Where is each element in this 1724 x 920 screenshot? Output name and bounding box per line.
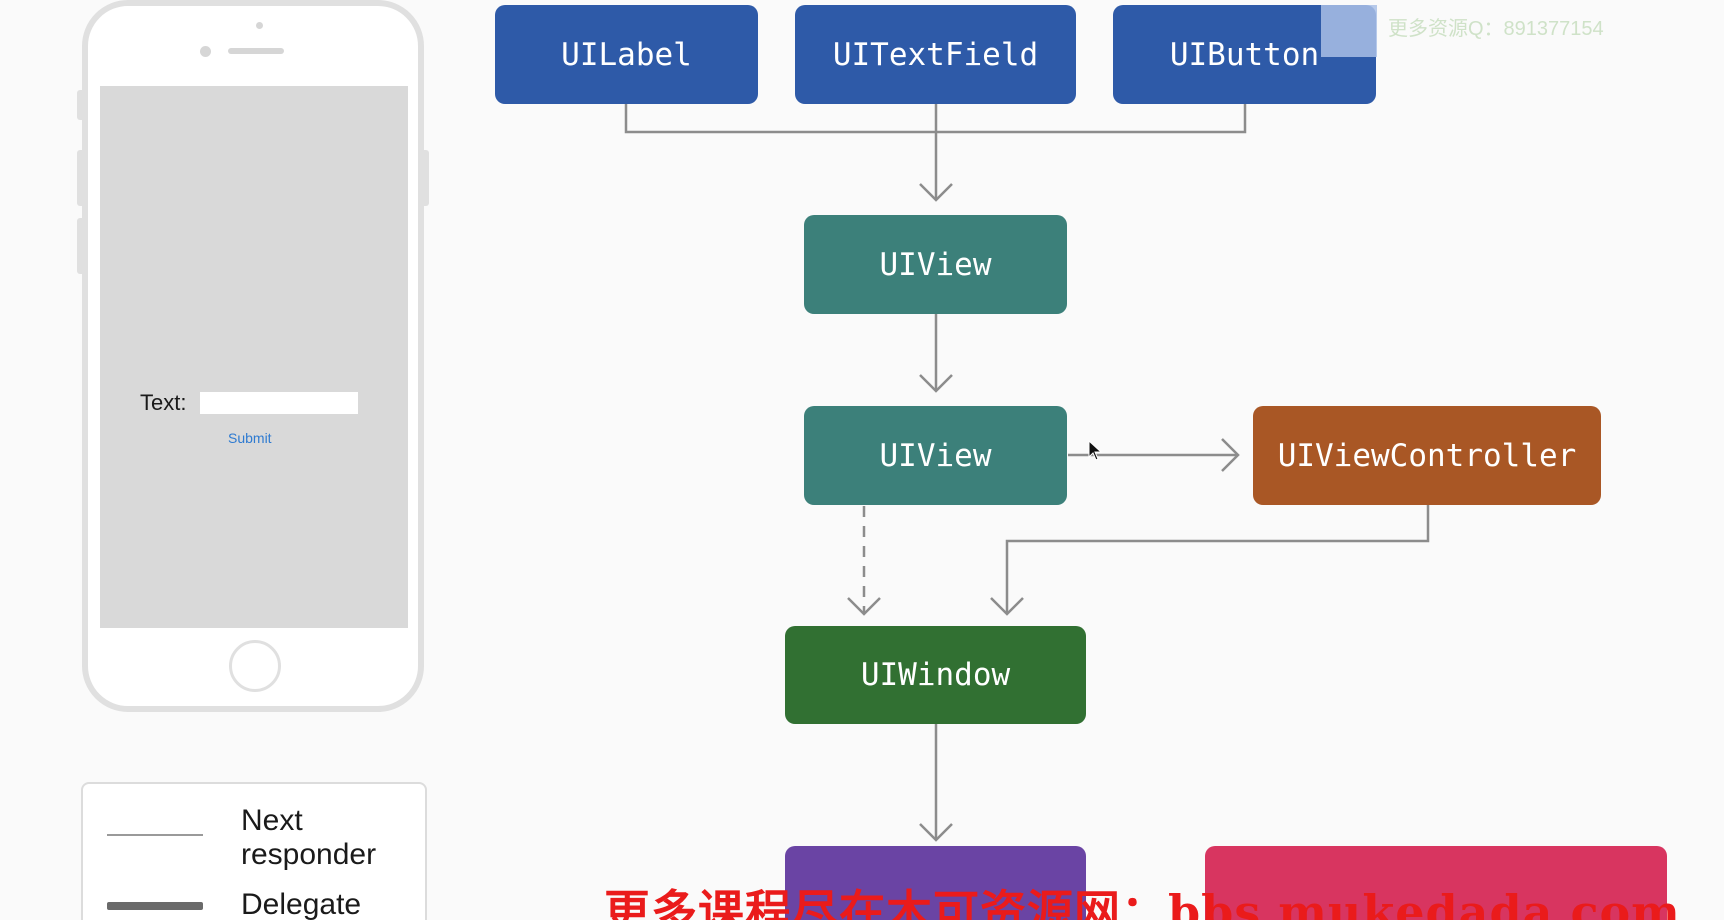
uibutton-node-label: UIButton <box>1169 36 1320 73</box>
mouse-cursor-icon <box>1088 440 1103 461</box>
qq-watermark: 更多资源Q：891377154 <box>1388 18 1604 40</box>
uiview-top-node: UIView <box>804 215 1067 314</box>
site-watermark: 更多课程尽在木可资源网：bbs.mukedada.com <box>604 885 1681 920</box>
overlay-square <box>1321 5 1377 57</box>
uiview-top-node-label: UIView <box>879 246 992 283</box>
uiviewcontroller-node: UIViewController <box>1253 406 1601 505</box>
legend-next-responder-label: Next responder <box>241 804 377 871</box>
viewcontroller-to-uiwindow-line <box>1005 505 1430 614</box>
text-field[interactable] <box>200 392 358 414</box>
volume-up-button <box>77 150 85 206</box>
next-node-purple <box>785 846 1086 920</box>
phone-camera <box>200 46 211 57</box>
submit-button[interactable]: Submit <box>228 430 272 446</box>
volume-down-button <box>77 218 85 274</box>
iphone-mockup: Text: Submit <box>82 0 424 712</box>
home-button[interactable] <box>229 640 281 692</box>
uiview-mid-node-label: UIView <box>879 437 992 474</box>
phone-sensor <box>256 22 263 29</box>
phone-screen: Text: Submit <box>100 86 408 628</box>
uitextfield-node-label: UITextField <box>832 36 1039 73</box>
uiwindow-node: UIWindow <box>785 626 1086 724</box>
legend: Next responder Delegate <box>81 782 427 920</box>
legend-delegate-line <box>107 902 203 910</box>
uitextfield-node: UITextField <box>795 5 1076 104</box>
arrowhead-dashed-to-uiwindow <box>847 597 881 616</box>
next-node-pink <box>1205 846 1667 920</box>
uilabel-node: UILabel <box>495 5 758 104</box>
arrowhead-to-viewcontroller <box>1221 438 1240 472</box>
legend-next-responder-line <box>107 834 203 836</box>
uiviewcontroller-node-label: UIViewController <box>1277 437 1577 474</box>
arrowhead-to-uiview-mid <box>919 374 953 393</box>
power-button <box>421 150 429 206</box>
mute-switch <box>77 90 85 120</box>
arrowhead-to-uiview-top <box>919 183 953 202</box>
uiview-mid-node: UIView <box>804 406 1067 505</box>
phone-speaker <box>228 48 284 54</box>
text-label: Text: <box>140 390 187 415</box>
legend-delegate-label: Delegate <box>241 888 362 920</box>
arrowhead-viewcontroller-to-uiwindow <box>990 597 1024 616</box>
arrowhead-below-uiwindow <box>919 823 953 842</box>
uiwindow-node-label: UIWindow <box>860 657 1011 693</box>
uilabel-node-label: UILabel <box>561 36 692 73</box>
